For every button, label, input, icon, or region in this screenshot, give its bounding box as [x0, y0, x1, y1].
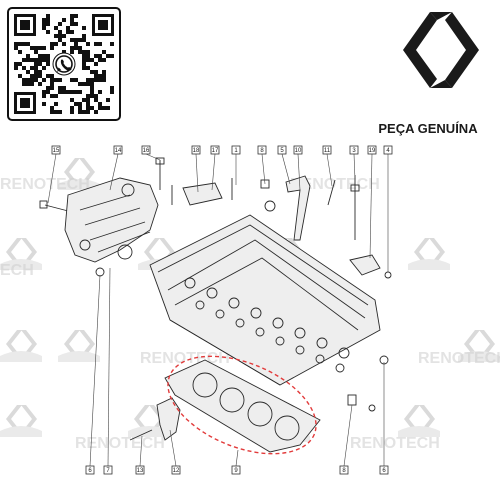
callout-label: 6	[88, 468, 92, 474]
callout-9: 9	[231, 465, 241, 475]
watermark-text: RENOTECH	[75, 435, 165, 452]
watermark-logo-icon	[458, 330, 500, 362]
callout-18: 18	[191, 145, 201, 155]
callout-label: 5	[280, 148, 284, 154]
leader-lines	[47, 153, 389, 467]
watermark-logo-icon	[0, 405, 42, 437]
watermark-text: RENOTECH	[418, 350, 500, 367]
renault-diamond-icon	[403, 12, 479, 88]
callout-5: 5	[277, 145, 287, 155]
callout-15: 15	[51, 145, 61, 155]
callout-label: 9	[234, 468, 238, 474]
callout-1: 1	[231, 145, 241, 155]
callout-label: 14	[115, 148, 122, 154]
watermark-text: RENOTECH	[0, 176, 90, 193]
callout-19: 19	[367, 145, 377, 155]
callout-label: 13	[137, 468, 144, 474]
watermark-text: RENOTECH	[350, 435, 440, 452]
callout-label: 15	[53, 148, 60, 154]
callout-12: 12	[171, 465, 181, 475]
callout-14: 14	[113, 145, 123, 155]
gasket-highlight	[167, 355, 317, 455]
genuine-part-headline: PEÇA GENUÍNA	[378, 121, 478, 136]
watermark-text: RENOTECH	[140, 350, 230, 367]
callout-7: 7	[103, 465, 113, 475]
callout-label: 12	[173, 468, 180, 474]
callout-label: 18	[193, 148, 200, 154]
engine-parts	[39, 157, 392, 455]
callout-label: 11	[324, 148, 331, 154]
watermark-text: RENOTECH	[290, 176, 380, 193]
callout-6: 6	[379, 465, 389, 475]
callout-6: 6	[85, 465, 95, 475]
callout-label: 17	[212, 148, 219, 154]
callout-label: 4	[386, 148, 390, 154]
callout-4: 4	[383, 145, 393, 155]
callout-label: 19	[369, 148, 376, 154]
callout-label: 7	[106, 468, 110, 474]
callout-label: 1	[234, 148, 238, 154]
watermark-logo-icon	[398, 405, 440, 437]
callout-label: 6	[382, 468, 386, 474]
watermark-logo-icon	[58, 158, 100, 190]
watermark-text-partial: ECH	[0, 262, 34, 279]
callout-3: 3	[349, 145, 359, 155]
watermark-logo-icon	[58, 330, 100, 362]
callout-label: 8	[260, 148, 264, 154]
watermark-logo-icon	[408, 238, 450, 270]
callout-8: 8	[339, 465, 349, 475]
watermark-logo-icon	[0, 330, 42, 362]
callout-8: 8	[257, 145, 267, 155]
callout-label: 3	[352, 148, 356, 154]
callout-17: 17	[210, 145, 220, 155]
callout-13: 13	[135, 465, 145, 475]
callout-16: 16	[141, 145, 151, 155]
callout-10: 10	[293, 145, 303, 155]
watermark-logo-icon	[0, 238, 42, 270]
callout-label: 10	[295, 148, 302, 154]
callout-label: 8	[342, 468, 346, 474]
callout-11: 11	[322, 145, 332, 155]
callout-label: 16	[143, 148, 150, 154]
whatsapp-qr-code-icon	[7, 7, 121, 121]
callouts-bottom: 6 7 13 12 9 8 6	[85, 465, 389, 475]
